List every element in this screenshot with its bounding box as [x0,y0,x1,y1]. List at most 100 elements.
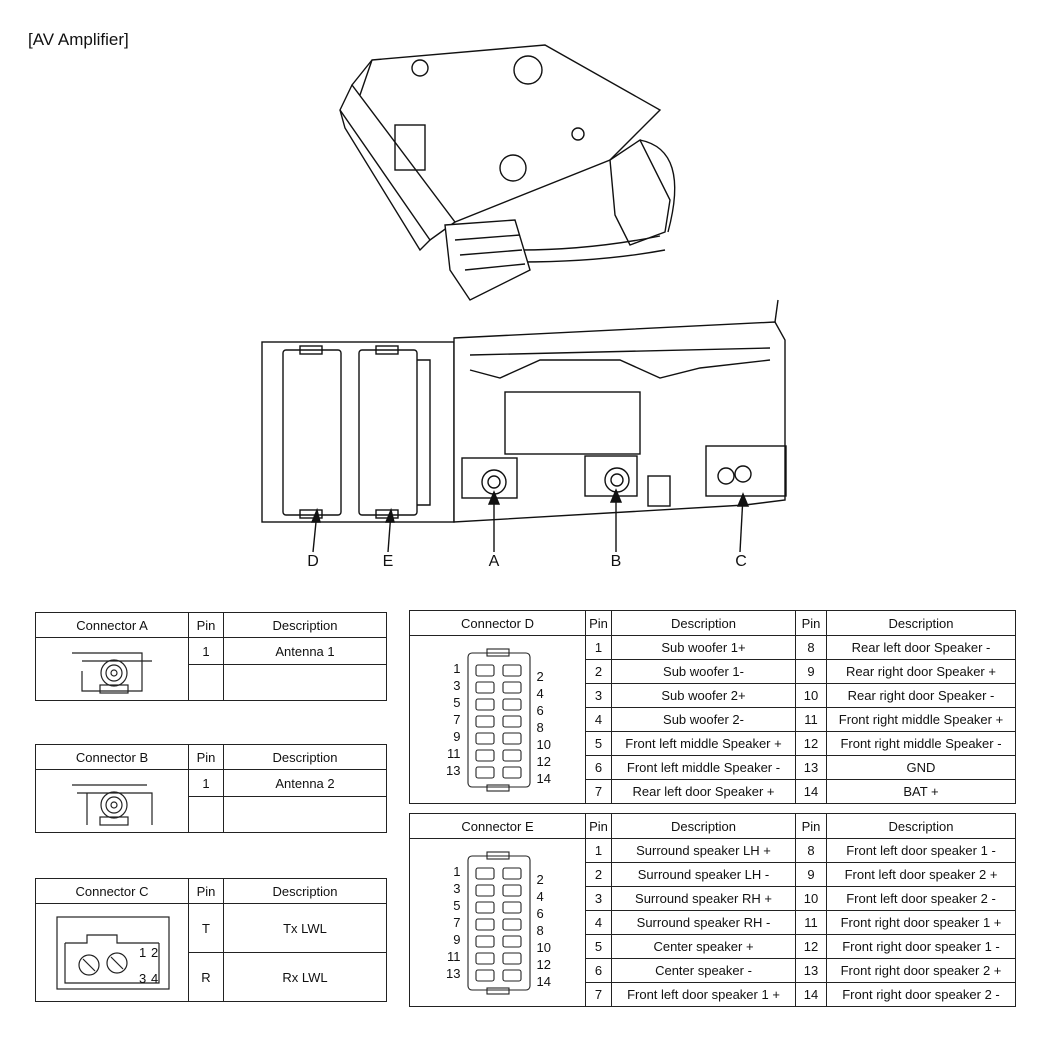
connector-b-table: Connector B Pin Description 1 Antenna 2 [35,744,387,833]
header-pin: Pin [188,612,224,638]
pin-label: 4 [536,888,544,904]
description-cell: Front right door speaker 1 - [826,934,1016,959]
description-cell: Sub woofer 1- [611,659,796,684]
pin-cell: 5 [585,934,612,959]
description-cell: Front right door speaker 2 + [826,958,1016,983]
connector-e-drawing [466,850,531,995]
pin-label: 3 [139,970,147,986]
pin-cavity [501,748,522,762]
header-description: Description [611,813,796,839]
pin-label: 4 [151,970,159,986]
pin-cell: 5 [585,731,612,756]
callout-b: B [610,553,622,570]
pin-cavity [501,731,522,745]
description-cell: Center speaker + [611,934,796,959]
pin-label: 14 [536,973,551,989]
pin-cell [188,664,224,701]
pin-cell: 3 [585,683,612,708]
callout-a: A [488,553,500,570]
header-description: Description [223,744,387,770]
header-connector: Connector C [35,878,189,904]
header-pin: Pin [795,813,827,839]
connector-latch [485,783,510,792]
description-cell: Front right door speaker 1 + [826,910,1016,935]
pin-cavity [501,883,522,897]
header-pin: Pin [188,744,224,770]
description-cell: Rear left door Speaker - [826,635,1016,660]
callout-d: D [307,553,319,570]
pin-cell: 7 [585,779,612,804]
pin-label: 8 [536,719,544,735]
pin-cavity [501,866,522,880]
pin-cell: T [188,903,224,953]
pin-label: 2 [151,944,159,960]
connector-d-drawing [466,647,531,792]
description-cell: BAT + [826,779,1016,804]
header-description: Description [826,610,1016,636]
connector-d-table: Connector D Pin Description Pin Descript… [409,610,1016,804]
description-cell: Sub woofer 2+ [611,683,796,708]
header-pin: Pin [795,610,827,636]
page-title: [AV Amplifier] [28,30,129,49]
pin-cavity [474,765,495,779]
pin-label: 7 [453,914,461,930]
pin-cavity [474,883,495,897]
connector-a-table: Connector A Pin Description 1 Antenna 1 [35,612,387,701]
connector-latch [485,647,510,657]
pin-cell: 1 [585,635,612,660]
pin-label: 6 [536,905,544,921]
pin-cell: 9 [795,659,827,684]
pin-label: 13 [446,965,461,981]
pin-label: 14 [536,770,551,786]
pin-cavity [501,934,522,948]
pin-cell: 4 [585,910,612,935]
pin-cell: 11 [795,910,827,935]
pin-cell: 1 [188,768,224,798]
pin-label: 2 [536,668,544,684]
pin-cell: 6 [585,755,612,780]
pin-cavity [474,934,495,948]
pin-cell: 2 [585,659,612,684]
header-connector: Connector A [35,612,189,638]
pin-label: 13 [446,762,461,778]
description-cell: Tx LWL [223,903,387,953]
header-pin: Pin [585,813,612,839]
pin-label: 11 [447,948,461,964]
pin-cell: 9 [795,862,827,887]
header-connector: Connector D [409,610,586,636]
description-cell: Rx LWL [223,952,387,1002]
pin-label: 3 [453,677,461,693]
pin-label: 10 [536,736,551,752]
pin-cell: 8 [795,838,827,863]
description-cell: Sub woofer 1+ [611,635,796,660]
pin-cavity [501,765,522,779]
callout-leaders [310,488,750,553]
pin-cell: 7 [585,982,612,1007]
pin-label: 10 [536,939,551,955]
description-cell [223,664,387,701]
header-pin: Pin [188,878,224,904]
description-cell: Antenna 1 [223,636,387,666]
description-cell: Front right middle Speaker - [826,731,1016,756]
pin-cell: 6 [585,958,612,983]
pin-cavity [474,917,495,931]
pin-cavity [501,951,522,965]
pin-label: 4 [536,685,544,701]
description-cell: Center speaker - [611,958,796,983]
description-cell: Surround speaker LH + [611,838,796,863]
pin-label: 3 [453,880,461,896]
connector-latch [485,850,510,860]
header-connector: Connector E [409,813,586,839]
pin-cavity [501,968,522,982]
pin-label: 9 [453,728,461,744]
pin-label: 1 [453,863,461,879]
pin-cavity [501,917,522,931]
pin-cavity [474,663,495,677]
pin-label: 7 [453,711,461,727]
pin-cavity [474,680,495,694]
pin-cavity [501,663,522,677]
pin-cavity [474,900,495,914]
pin-cavity [474,951,495,965]
